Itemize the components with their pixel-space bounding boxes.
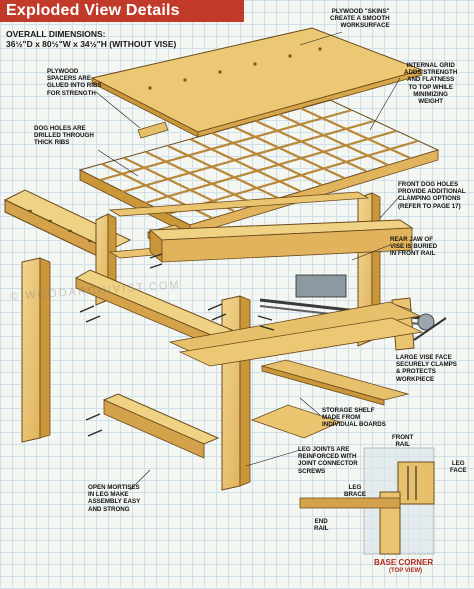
callout-line: TO TOP WHILE bbox=[408, 83, 453, 91]
callout-storage-shelf: STORAGE SHELF MADE FROM INDIVIDUAL BOARD… bbox=[322, 407, 386, 429]
plywood-spacer bbox=[137, 121, 169, 139]
leader-lines bbox=[95, 31, 413, 491]
callout-line: CLAMPING OPTIONS bbox=[398, 195, 461, 203]
callout-line: LEG bbox=[348, 484, 362, 491]
callout-line: RAIL bbox=[395, 441, 410, 449]
callout-line: LEG bbox=[451, 460, 465, 467]
callout-line: AND STRONG bbox=[88, 505, 130, 513]
callout-open-mortises: OPEN MORTISES IN LEG MAKE ASSEMBLY EASY … bbox=[88, 484, 140, 513]
callout-line: REAR JAW OF bbox=[390, 236, 433, 243]
storage-shelf bbox=[168, 301, 424, 406]
connector-screws bbox=[79, 253, 275, 437]
callout-line: SECURELY CLAMPS bbox=[396, 361, 457, 369]
callout-line: WORKSURFACE bbox=[340, 22, 390, 30]
callout-line: PLYWOOD "SKINS" bbox=[331, 8, 390, 15]
callout-line: RAIL bbox=[314, 525, 329, 533]
callout-line: SPACERS ARE bbox=[47, 75, 92, 83]
callout-internal-grid: INTERNAL GRID ADDS STRENGTH AND FLATNESS… bbox=[404, 62, 457, 105]
inset-label-leg-brace: LEG BRACE bbox=[344, 484, 366, 498]
callout-line: MINIMIZING bbox=[413, 90, 448, 98]
callout-plywood-skins: PLYWOOD "SKINS" CREATE A SMOOTH WORKSURF… bbox=[330, 8, 390, 30]
base-corner-inset bbox=[299, 447, 435, 555]
callout-line: WEIGHT bbox=[418, 98, 444, 106]
inset-subtitle: (TOP VIEW) bbox=[389, 568, 423, 574]
callout-line: THICK RIBS bbox=[34, 139, 70, 147]
callout-line: PROVIDE ADDITIONAL bbox=[398, 188, 466, 196]
callout-line: END bbox=[314, 518, 328, 525]
callout-line: INTERNAL GRID bbox=[406, 62, 455, 69]
leg-lower-stretcher bbox=[102, 393, 220, 459]
callout-line: STORAGE SHELF bbox=[322, 407, 375, 414]
callout-line: FACE bbox=[450, 467, 467, 475]
callout-line: IN LEG MAKE bbox=[88, 491, 129, 499]
callout-line: (REFER TO PAGE 17) bbox=[398, 202, 461, 210]
callout-line: ADDS STRENGTH bbox=[404, 69, 458, 77]
callout-line: AND FLATNESS bbox=[406, 76, 455, 84]
inset-label-front-rail: FRONT RAIL bbox=[392, 434, 413, 448]
callout-line: GLUED INTO RIBS bbox=[47, 82, 102, 90]
callout-line: BRACE bbox=[344, 491, 367, 499]
callout-line: PLYWOOD bbox=[47, 68, 79, 75]
inset-title: BASE CORNER bbox=[374, 558, 434, 567]
callout-line: FRONT DOG HOLES bbox=[398, 181, 459, 188]
callout-line: INDIVIDUAL BOARDS bbox=[322, 421, 386, 429]
callout-line: CREATE A SMOOTH bbox=[330, 15, 390, 23]
callout-front-dog-holes: FRONT DOG HOLES PROVIDE ADDITIONAL CLAMP… bbox=[398, 181, 466, 210]
callout-line: JOINT CONNECTOR bbox=[298, 460, 358, 468]
callout-line: FOR STRENGTH bbox=[47, 89, 96, 97]
callout-line: DOG HOLES ARE bbox=[34, 125, 86, 132]
plywood-top-skin bbox=[90, 27, 424, 138]
lower-end-rail bbox=[250, 404, 342, 439]
inset-label-end-rail: END RAIL bbox=[314, 518, 328, 532]
callout-line: SCREWS bbox=[298, 467, 326, 475]
callout-line: OPEN MORTISES bbox=[88, 484, 140, 491]
callout-leg-joints: LEG JOINTS ARE REINFORCED WITH JOINT CON… bbox=[298, 446, 358, 475]
callout-large-vise-face: LARGE VISE FACE SECURELY CLAMPS & PROTEC… bbox=[396, 354, 457, 383]
callout-line: WORKPIECE bbox=[396, 375, 435, 383]
callout-line: FRONT bbox=[392, 434, 414, 441]
callout-rear-jaw: REAR JAW OF VISE IS BURIED IN FRONT RAIL bbox=[390, 236, 437, 258]
callout-line: DRILLED THROUGH bbox=[34, 132, 94, 140]
callout-line: LEG JOINTS ARE bbox=[298, 446, 350, 453]
callout-line: & PROTECTS bbox=[396, 368, 436, 376]
dimensions-heading: OVERALL DIMENSIONS: bbox=[6, 29, 106, 39]
leg-upper-stretcher bbox=[74, 269, 234, 349]
front-rail bbox=[148, 219, 414, 263]
dimensions-value: 36½"D x 80½"W x 34½"H (WITHOUT VISE) bbox=[6, 39, 177, 49]
page-title: Exploded View Details bbox=[0, 0, 244, 22]
callout-line: IN FRONT RAIL bbox=[390, 250, 436, 258]
callout-line: VISE IS BURIED bbox=[390, 243, 438, 251]
inset-label-leg-face: LEG FACE bbox=[450, 460, 467, 474]
callout-line: LARGE VISE FACE bbox=[396, 354, 452, 361]
callout-plywood-spacers: PLYWOOD SPACERS ARE GLUED INTO RIBS FOR … bbox=[47, 68, 102, 97]
callout-dog-holes: DOG HOLES ARE DRILLED THROUGH THICK RIBS bbox=[34, 125, 94, 147]
callout-line: ASSEMBLY EASY bbox=[88, 498, 141, 506]
callout-line: REINFORCED WITH bbox=[298, 453, 357, 461]
callout-line: MADE FROM bbox=[322, 414, 361, 422]
